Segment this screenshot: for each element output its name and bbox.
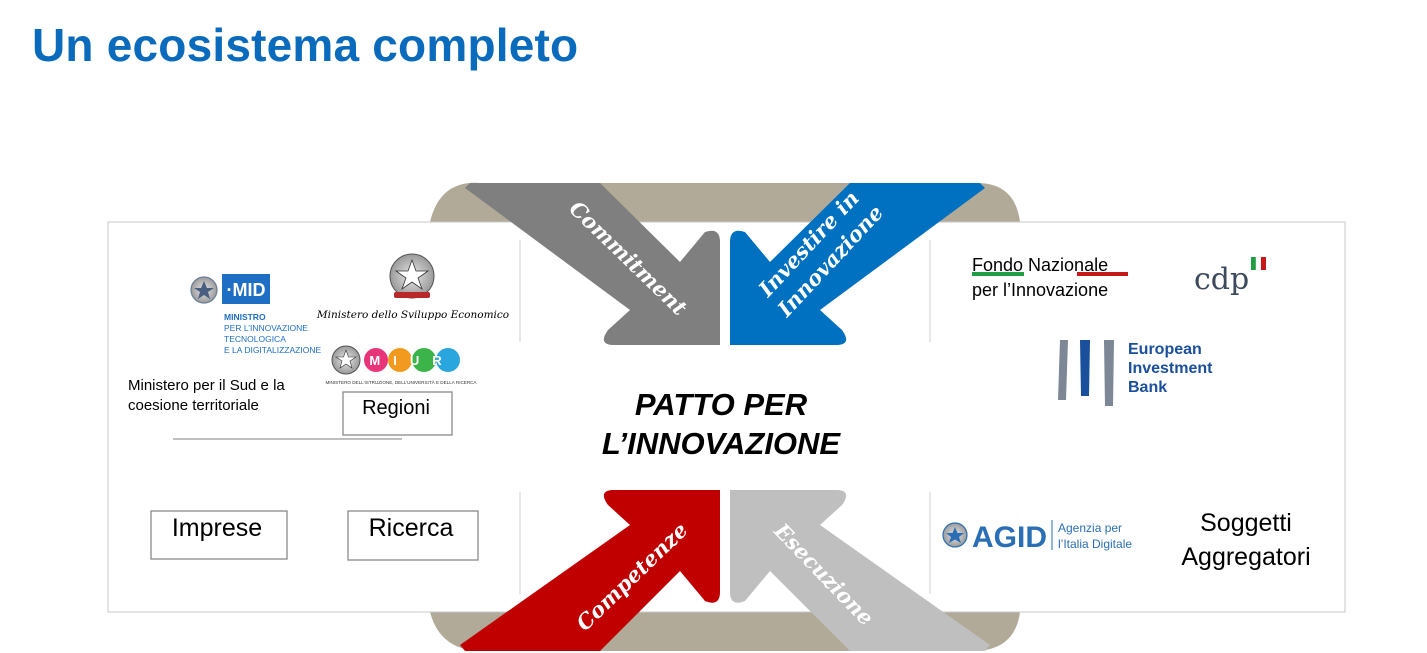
mid-line1: MINISTRO: [224, 312, 266, 322]
regioni-box: [342, 391, 453, 436]
mid-logo: ·MID MINISTRO PER L’INNOVAZIONE TECNOLOG…: [190, 274, 321, 355]
mise-text: Ministero dello Sviluppo Economico: [316, 309, 509, 321]
fondo-line2: per l’Innovazione: [972, 280, 1108, 300]
eib-line3: Bank: [1128, 379, 1167, 396]
arrow-commitment: [465, 183, 720, 345]
mid-logo-text: ·MID: [227, 280, 266, 300]
star-icon: [194, 281, 214, 299]
cdp-logo: cdp: [1194, 256, 1266, 297]
agid-text: AGID: [972, 521, 1047, 554]
ricerca-label: Ricerca: [369, 514, 454, 542]
mid-line2: PER L’INNOVAZIONE: [224, 323, 308, 333]
cdp-text: cdp: [1194, 262, 1249, 297]
mid-line4: E LA DIGITALIZZAZIONE: [224, 345, 321, 355]
fondo-line1: Fondo Nazionale: [972, 255, 1108, 275]
soggetti-line2: Aggregatori: [1181, 543, 1310, 571]
mise-logo: Ministero dello Sviluppo Economico: [316, 253, 509, 321]
arrow-investire: [730, 183, 985, 345]
eib-line2: Investment: [1128, 360, 1213, 377]
eib-line1: European: [1128, 341, 1202, 358]
mid-line3: TECNOLOGICA: [224, 334, 286, 344]
fondo-nazionale-logo: Fondo Nazionale per l’Innovazione: [972, 255, 1128, 300]
miur-text: MINISTERO DELL’ISTRUZIONE, DELL’UNIVERSI…: [325, 379, 477, 385]
ecosystem-frame: [107, 221, 1346, 613]
imprese-label: Imprese: [172, 514, 262, 542]
sud-line1: Ministero per il Sud e la: [128, 377, 285, 394]
ricerca-box: [347, 510, 479, 561]
agid-line1: Agenzia per: [1058, 521, 1122, 535]
eib-stripe-icon: [1058, 340, 1068, 400]
center-title-line1: PATTO PER: [635, 387, 808, 422]
slide-title: Un ecosistema completo: [32, 19, 579, 71]
eib-logo: European Investment Bank: [1058, 340, 1213, 406]
regioni-label: Regioni: [362, 397, 430, 419]
soggetti-line1: Soggetti: [1200, 509, 1292, 537]
sud-line2: coesione territoriale: [128, 397, 259, 414]
miur-logo-text: MIUR: [369, 353, 454, 368]
center-title-line2: L’INNOVAZIONE: [602, 426, 842, 461]
arrow-competenze: [460, 490, 720, 651]
miur-logo: MIUR MINISTERO DELL’ISTRUZIONE, DELL’UNI…: [325, 345, 477, 385]
agid-logo: AGID Agenzia per l’Italia Digitale: [942, 520, 1132, 554]
agid-line2: l’Italia Digitale: [1058, 537, 1132, 551]
arrow-esecuzione: [730, 490, 990, 651]
imprese-box: [150, 510, 288, 560]
